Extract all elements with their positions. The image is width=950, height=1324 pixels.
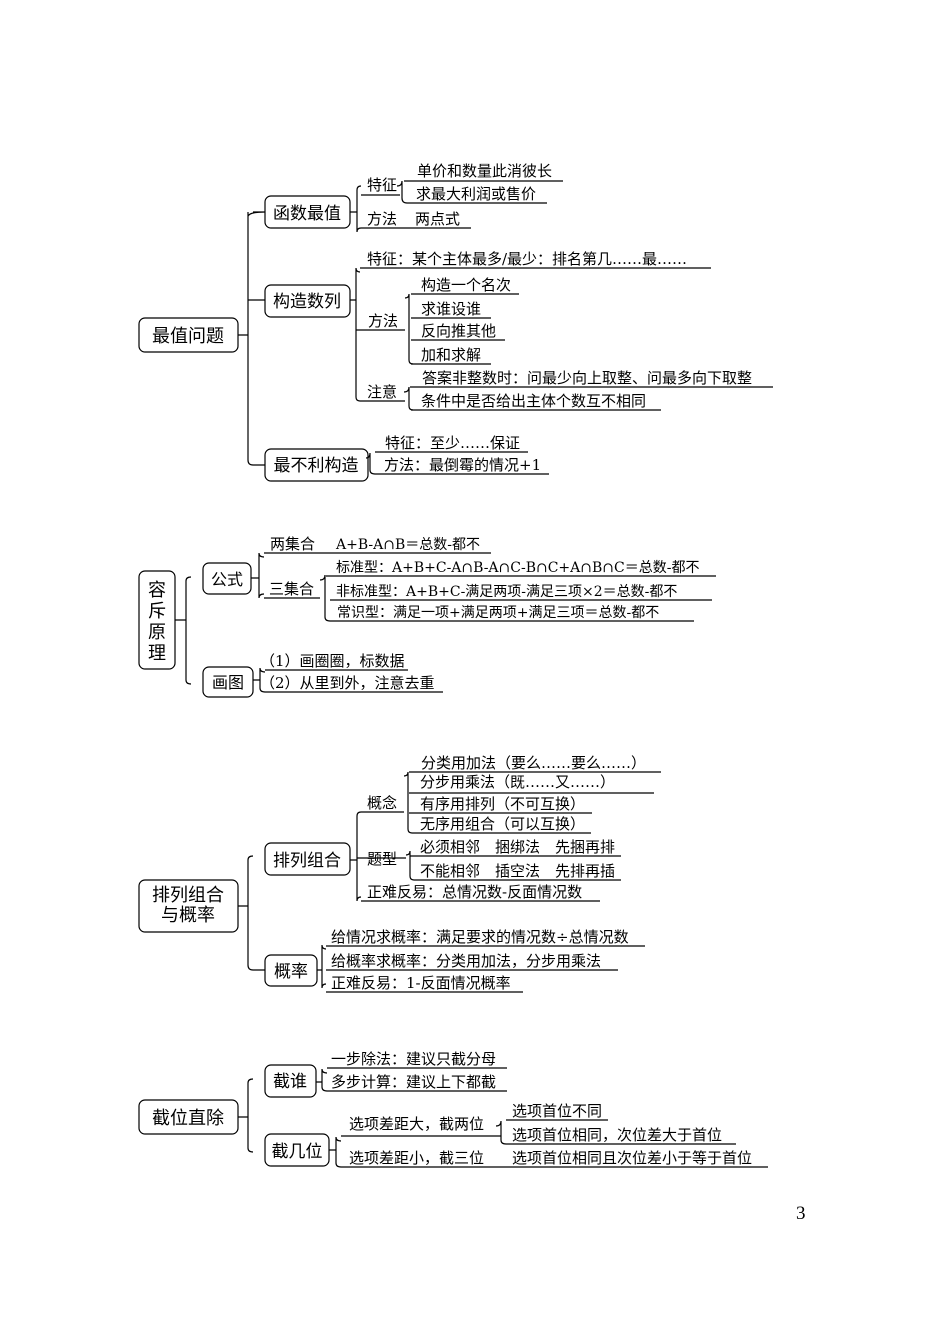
leaf-label: 条件中是否给出主体个数互不相同 (421, 392, 646, 410)
sub-label: （1）画圈圈，标数据 (260, 652, 405, 670)
leaf-label: 单价和数量此消彼长 (417, 162, 552, 180)
leaf-label: 两点式 (415, 210, 460, 228)
sub-label: 选项差距大，截两位 (349, 1115, 484, 1133)
sub-label: 选项差距小，截三位 (349, 1149, 484, 1167)
root-node: 截位直除 (152, 1108, 224, 1129)
root-node-multiline: 排列组合与概率 (152, 885, 224, 926)
page-number: 3 (796, 1203, 806, 1224)
sub-label: 给概率求概率：分类用加法，分步用乘法 (331, 952, 601, 970)
sub-label: 三集合 (269, 580, 314, 598)
leaf-label: 反向推其他 (421, 322, 496, 340)
leaf-label: 构造一个名次 (421, 276, 511, 294)
branch-node: 函数最值 (273, 204, 341, 224)
branch-node: 概率 (274, 962, 308, 982)
leaf-label: 分步用乘法（既……又……） (420, 773, 615, 791)
leaf-label: 答案非整数时：问最少向上取整、问最多向下取整 (422, 369, 752, 387)
sub-label: 给情况求概率：满足要求的情况数÷总情况数 (331, 928, 629, 946)
branch-node: 最不利构造 (274, 456, 359, 476)
map-4: 截位直除 截谁 一步除法：建议只截分母 多步计算：建议上下都截 截几位 选项差距… (152, 1050, 752, 1167)
map-2: 容斥原理 公式 两集合 A+B-A∩B＝总数-都不 三集合 标准型：A+B+C-… (148, 535, 699, 692)
leaf-label: 选项首位相同且次位差小于等于首位 (512, 1149, 752, 1167)
formula: 非标准型：A+B+C-满足两项-满足三项×2＝总数-都不 (336, 584, 677, 600)
sub-label: 正难反易：1-反面情况概率 (331, 974, 511, 992)
leaf-label: 分类用加法（要么……要么……） (421, 754, 646, 772)
formula: 常识型：满足一项+满足两项+满足三项＝总数-都不 (337, 605, 659, 621)
sub-label: 多步计算：建议上下都截 (331, 1073, 496, 1091)
map-3: 排列组合与概率 排列组合 概念 分类用加法（要么……要么……） 分步用乘法（既…… (152, 754, 646, 992)
sub-label: 特征：某个主体最多/最少：排名第几……最…… (367, 250, 687, 268)
sub-label: 特征：至少……保证 (385, 434, 520, 452)
branch-node: 公式 (211, 570, 243, 589)
leaf-label: 有序用排列（不可互换） (420, 795, 585, 813)
leaf-label: 加和求解 (421, 346, 481, 364)
branch-node: 排列组合 (273, 851, 341, 871)
formula: 标准型：A+B+C-A∩B-A∩C-B∩C+A∩B∩C＝总数-都不 (336, 560, 699, 576)
sub-label: 方法：最倒霉的情况+1 (384, 456, 541, 474)
sub-label: （2）从里到外，注意去重 (260, 674, 435, 692)
branch-node: 构造数列 (273, 292, 341, 312)
sub-label: 题型 (367, 850, 397, 868)
sub-label: 方法 (368, 312, 398, 330)
leaf-label: 选项首位相同，次位差大于首位 (512, 1126, 722, 1144)
leaf-label: 不能相邻 插空法 先排再插 (420, 862, 615, 880)
branch-node: 截谁 (273, 1072, 307, 1092)
sub-label: 两集合 (270, 535, 315, 553)
map-1: 最值问题 函数最值 特征 单价和数量此消彼长 求最大利润或售价 方法 两点式 构… (152, 162, 752, 476)
leaf-label: 求最大利润或售价 (416, 185, 536, 203)
leaf-label: 无序用组合（可以互换） (420, 815, 585, 833)
branch-node: 画图 (212, 673, 244, 692)
leaf-label: 求谁设谁 (421, 300, 481, 318)
root-node: 最值问题 (152, 326, 224, 347)
sub-label: 正难反易：总情况数-反面情况数 (367, 883, 582, 901)
branch-node: 截几位 (272, 1142, 323, 1162)
root-node-vertical: 容斥原理 (148, 580, 166, 664)
sub-label: 特征 (367, 176, 397, 194)
sub-label: 方法 (367, 210, 397, 228)
sub-label: 一步除法：建议只截分母 (331, 1050, 496, 1068)
sub-label: 概念 (367, 794, 397, 812)
leaf-label: 选项首位不同 (512, 1102, 602, 1120)
formula: A+B-A∩B＝总数-都不 (335, 537, 480, 553)
sub-label: 注意 (367, 383, 397, 401)
leaf-label: 必须相邻 捆绑法 先捆再排 (420, 838, 615, 856)
